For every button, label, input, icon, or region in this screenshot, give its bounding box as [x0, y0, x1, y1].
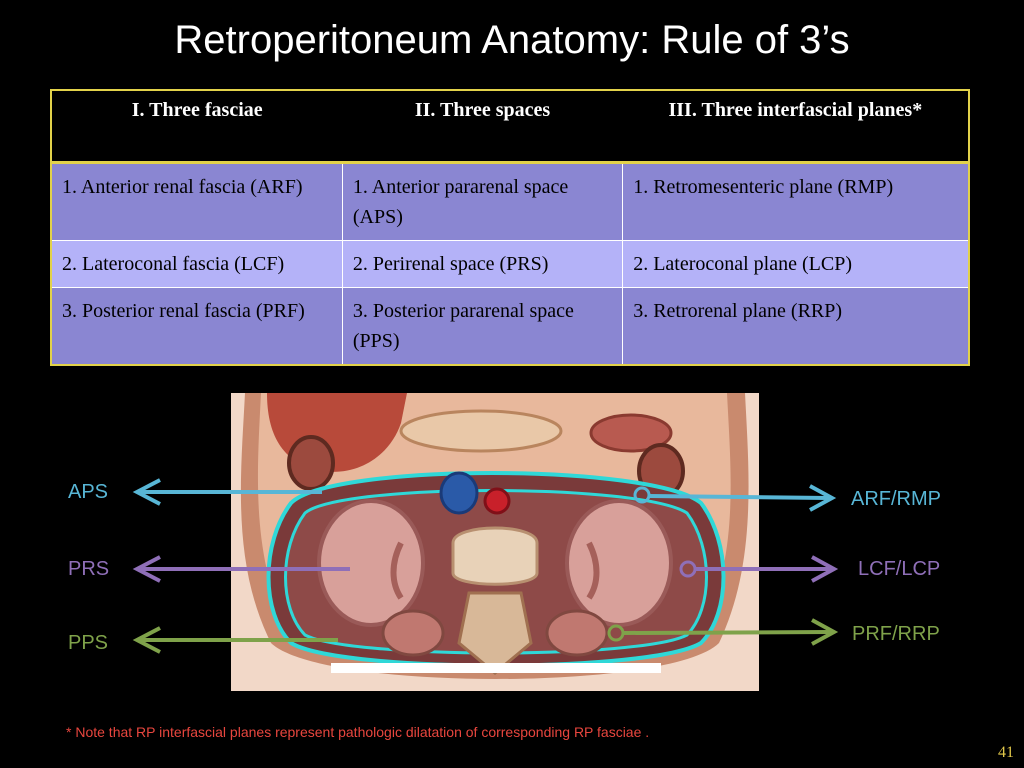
prf-marker — [607, 624, 625, 642]
label-prs: PRS — [68, 558, 110, 580]
table-cell: 2. Lateroconal fascia (LCF) — [51, 240, 343, 288]
arf-marker — [633, 486, 651, 504]
table-cell: 3. Posterior pararenal space (PPS) — [342, 287, 624, 365]
table-cell: 1. Retromesenteric plane (RMP) — [622, 162, 969, 241]
footnote: * Note that RP interfascial planes repre… — [66, 724, 650, 740]
table-row: 3. Posterior renal fascia (PRF) 3. Poste… — [51, 287, 969, 365]
prf-arrowhead — [811, 618, 839, 646]
label-pps: PPS — [68, 632, 109, 654]
label-aps: APS — [68, 481, 109, 503]
header-fasciae: I. Three fasciae — [51, 90, 343, 164]
table-cell: 2. Perirenal space (PRS) — [342, 240, 624, 288]
lcf-arrowhead — [811, 555, 839, 583]
table-cell: 1. Anterior renal fascia (ARF) — [51, 162, 343, 241]
pps-arrowhead — [132, 626, 161, 654]
arf-arrow — [648, 494, 829, 500]
slide-title: Retroperitoneum Anatomy: Rule of 3’s — [174, 18, 850, 62]
arf-arrowhead — [809, 484, 837, 512]
lcf-marker — [679, 560, 697, 578]
header-planes: III. Three interfascial planes* — [622, 90, 969, 164]
table-header-row: I. Three fasciae II. Three spaces III. T… — [51, 90, 969, 164]
label-prf-rrp: PRF/RRP — [852, 623, 940, 645]
header-spaces: II. Three spaces — [342, 90, 623, 164]
table-cell: 1. Anterior pararenal space (APS) — [342, 162, 624, 241]
table-cell: 2. Lateroconal plane (LCP) — [622, 240, 969, 288]
abdomen-cross-section-illustration — [231, 393, 759, 691]
prf-arrow — [622, 630, 831, 635]
label-lcf-lcp: LCF/LCP — [858, 558, 941, 580]
label-arf-rmp: ARF/RMP — [851, 488, 941, 510]
page-number: 41 — [998, 744, 1014, 761]
aps-arrowhead — [132, 478, 161, 506]
table-cell: 3. Retrorenal plane (RRP) — [622, 287, 969, 365]
table-row: 2. Lateroconal fascia (LCF) 2. Perirenal… — [51, 240, 969, 288]
table-row: 1. Anterior renal fascia (ARF) 1. Anteri… — [51, 162, 969, 241]
table-cell: 3. Posterior renal fascia (PRF) — [51, 287, 343, 365]
rule-of-threes-table: I. Three fasciae II. Three spaces III. T… — [50, 89, 970, 366]
prs-arrowhead — [132, 555, 161, 583]
